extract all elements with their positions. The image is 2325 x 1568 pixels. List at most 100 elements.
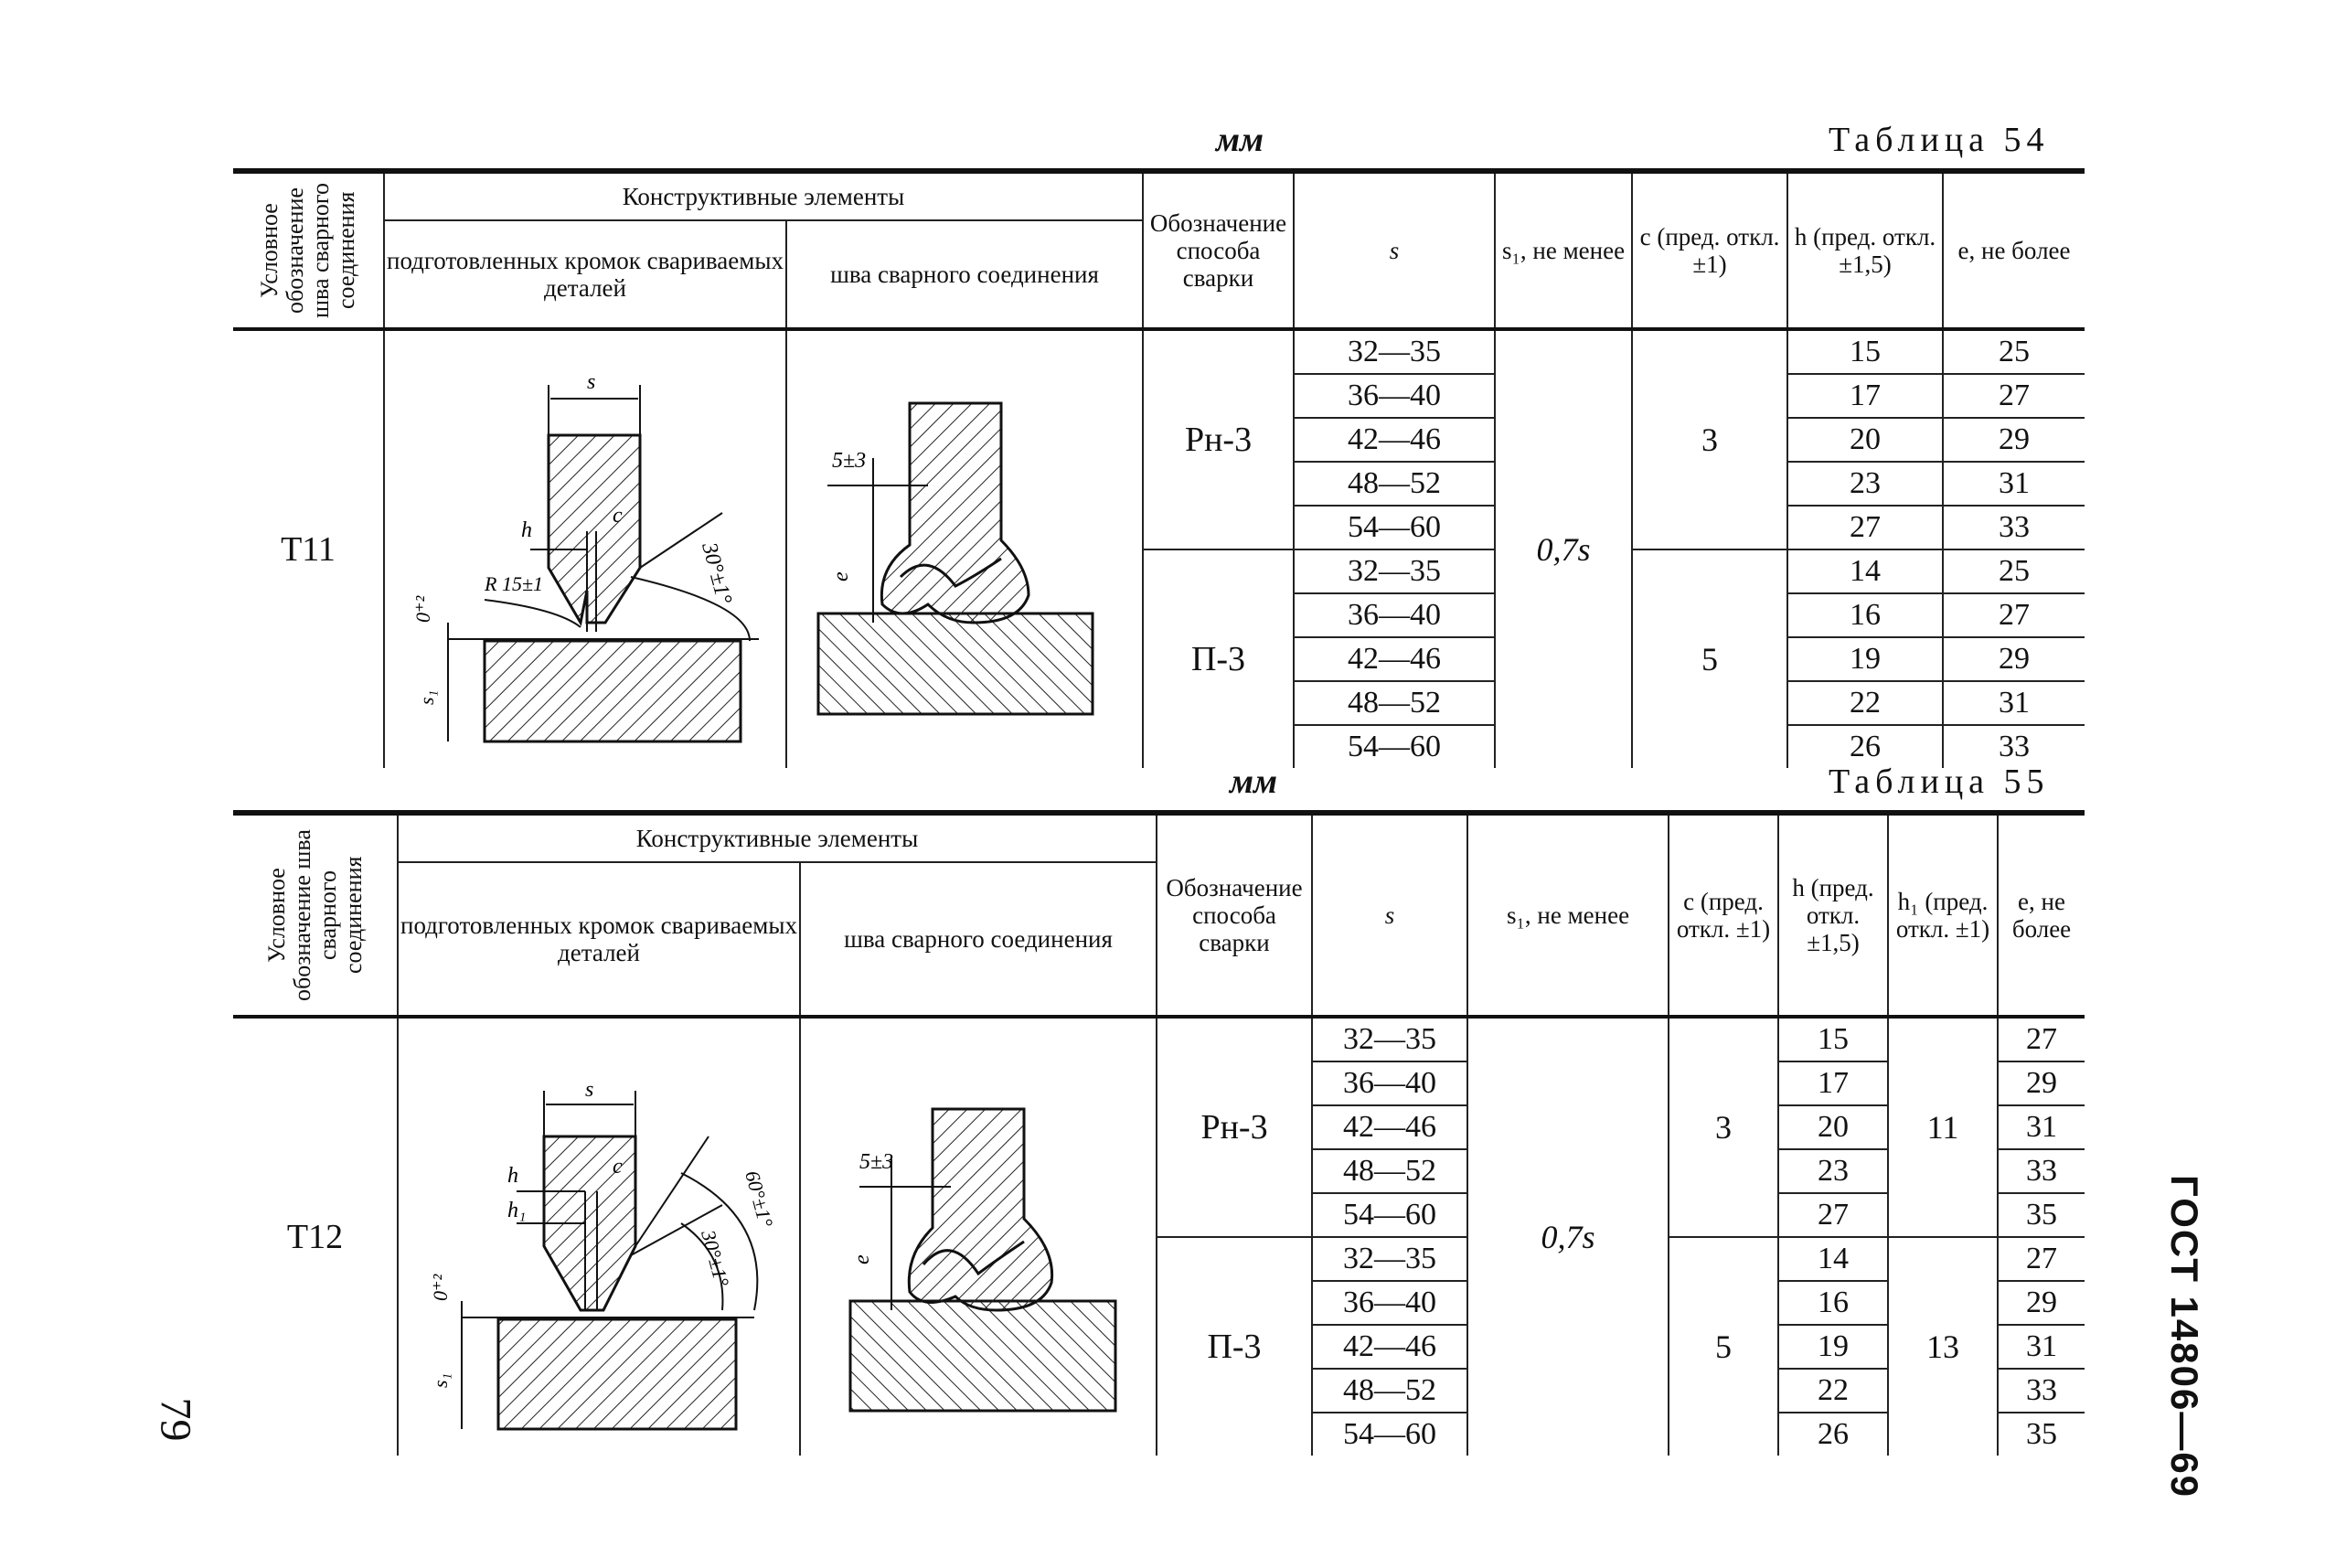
table54-title: Таблица 54 [1829, 121, 2050, 159]
e-value: 25 [1945, 551, 2085, 594]
s-value: 42—46 [1314, 1106, 1466, 1150]
col-prepared-header: подготовленных кромок свариваемых детале… [397, 862, 801, 1019]
s-value: 54—60 [1343, 1198, 1437, 1232]
label-c: c [613, 504, 623, 528]
e-value: 33 [1999, 730, 2031, 763]
method-rn3-t12: Рн-3 [1156, 1017, 1314, 1237]
label-h: h [521, 518, 532, 542]
s-value: 48—52 [1296, 463, 1494, 507]
col-e-header: e, не более [1942, 168, 2085, 331]
e-value: 31 [2000, 1326, 2085, 1370]
col-c-header: c (пред. откл. ±1) [1668, 810, 1780, 1019]
label-radius: R 15±1 [484, 572, 543, 595]
label-angle2: 30°±1° [697, 1227, 734, 1289]
method-rn3-t11: Рн-3 [1142, 329, 1296, 549]
h-value: 15 [1780, 1019, 1887, 1062]
c-value-p3-t12: 5 [1668, 1236, 1780, 1456]
label-angle1: 60°±1° [741, 1168, 777, 1230]
s1-value-t12: 0,7s [1466, 1017, 1670, 1456]
s-value: 42—46 [1314, 1326, 1466, 1370]
h-value: 14 [1789, 551, 1942, 594]
col-c-header: c (пред. откл. ±1) [1631, 168, 1789, 331]
col-symbol-header: Условное обозначение шва сварного соедин… [233, 810, 399, 1019]
s-value: 42—46 [1296, 638, 1494, 682]
col-method-header: Обозначение способа сварки [1142, 168, 1296, 331]
s-value: 42—46 [1296, 419, 1494, 463]
col-elements-header: Конструктивные элементы [396, 810, 1158, 863]
c-value-rn3-t11: 3 [1631, 329, 1789, 549]
weld-base-shape [848, 1299, 1117, 1413]
label-e: e [850, 1254, 874, 1264]
table55-title: Таблица 55 [1829, 763, 2050, 801]
label-s1: s₁ [415, 690, 438, 705]
col-s1-header: s₁, не менее [1494, 168, 1634, 331]
h-value: 19 [1780, 1326, 1887, 1370]
col-h-header: h (пред. откл. ±1,5) [1786, 168, 1945, 331]
base-plate-shape [496, 1317, 738, 1431]
e-value: 35 [2026, 1198, 2058, 1232]
h-values-p3-t12: 14 16 19 22 26 [1777, 1236, 1890, 1456]
s-value: 48—52 [1314, 1370, 1466, 1413]
method-p3-t11: П-3 [1142, 549, 1296, 768]
weld-seam-shape [907, 1107, 1054, 1312]
s-value: 48—52 [1296, 682, 1494, 726]
e-value: 25 [1945, 331, 2085, 375]
label-gap: 0⁺² [411, 595, 434, 623]
e-values-rn3-t12: 27 29 31 33 35 [1997, 1017, 2085, 1237]
s-value: 32—35 [1296, 331, 1494, 375]
h1-value-p3-t12: 13 [1887, 1236, 2000, 1456]
col-symbol-header: Условное обозначение шва сварного соедин… [233, 168, 385, 331]
label-s: s [585, 1078, 593, 1102]
s-value: 32—35 [1296, 551, 1494, 594]
label-s: s [587, 370, 595, 394]
h-value: 27 [1850, 510, 1882, 544]
vertical-plate-shape [547, 433, 642, 627]
col-s-header: s [1293, 168, 1497, 331]
e-value: 27 [1945, 594, 2085, 638]
col-elements-header: Конструктивные элементы [382, 168, 1145, 221]
e-value: 29 [2000, 1062, 2085, 1106]
diagram-seam-t11: 5±3 e [784, 329, 1145, 768]
label-weld-gap: 5±3 [859, 1150, 893, 1174]
s-value: 36—40 [1296, 375, 1494, 419]
e-value: 29 [1945, 638, 2085, 682]
s-values-p3-t11: 32—35 36—40 42—46 48—52 54—60 [1293, 549, 1497, 768]
h-value: 20 [1789, 419, 1942, 463]
e-value: 33 [2000, 1370, 2085, 1413]
label-s1: s₁ [429, 1373, 452, 1388]
s-value: 36—40 [1314, 1282, 1466, 1326]
h-value: 26 [1850, 730, 1882, 763]
side-standard-label: ГОСТ 14806—69 [2163, 1175, 2206, 1499]
label-e: e [829, 571, 853, 581]
s-values-p3-t12: 32—35 36—40 42—46 48—52 54—60 [1311, 1236, 1469, 1456]
h-value: 23 [1789, 463, 1942, 507]
h-value: 22 [1780, 1370, 1887, 1413]
h-value: 16 [1789, 594, 1942, 638]
s-value: 54—60 [1343, 1417, 1437, 1451]
diagram-seam-t12: 5±3 e [798, 1017, 1158, 1456]
h-value: 22 [1789, 682, 1942, 726]
s-values-rn3-t12: 32—35 36—40 42—46 48—52 54—60 [1311, 1017, 1469, 1237]
h-values-rn3-t11: 15 17 20 23 27 [1786, 329, 1945, 549]
symbol-t11: Т11 [233, 329, 385, 768]
table-54: Условное обозначение шва сварного соедин… [233, 168, 2085, 768]
col-h1-header: h₁ (пред. откл. ±1) [1887, 810, 2000, 1019]
col-s1-header: s₁, не менее [1466, 810, 1670, 1019]
h1-value-rn3-t12: 11 [1887, 1017, 2000, 1237]
h-value: 15 [1789, 331, 1942, 375]
s-values-rn3-t11: 32—35 36—40 42—46 48—52 54—60 [1293, 329, 1497, 549]
e-value: 27 [2000, 1239, 2085, 1282]
col-seam-header: шва сварного соединения [798, 862, 1158, 1019]
h-value: 17 [1780, 1062, 1887, 1106]
col-method-header: Обозначение способа сварки [1156, 810, 1314, 1019]
e-value: 31 [2000, 1106, 2085, 1150]
s1-value-t11: 0,7s [1494, 329, 1634, 768]
table-55: Условное обозначение шва сварного соедин… [233, 810, 2085, 1456]
e-value: 31 [1945, 463, 2085, 507]
h-value: 19 [1789, 638, 1942, 682]
e-value: 27 [1945, 375, 2085, 419]
col-h-header: h (пред. откл. ±1,5) [1777, 810, 1890, 1019]
e-value: 33 [2000, 1150, 2085, 1194]
e-value: 29 [2000, 1282, 2085, 1326]
h-values-p3-t11: 14 16 19 22 26 [1786, 549, 1945, 768]
